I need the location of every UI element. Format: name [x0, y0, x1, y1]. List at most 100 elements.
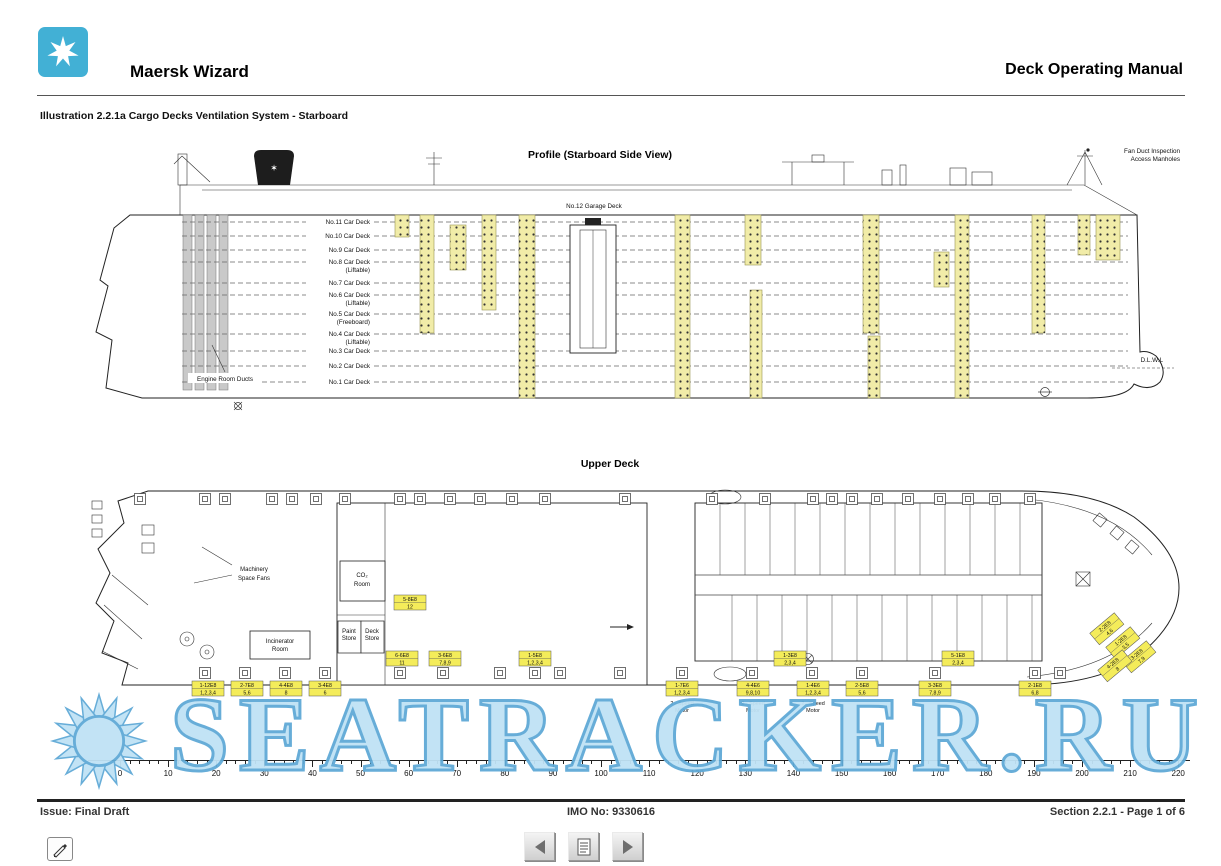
deck-label: No.9 Car Deck — [329, 247, 371, 254]
svg-text:12: 12 — [407, 604, 413, 610]
svg-text:2-7E8: 2-7E8 — [240, 683, 254, 689]
manual-title: Deck Operating Manual — [1005, 61, 1183, 78]
svg-text:1,2,3,4: 1,2,3,4 — [200, 690, 216, 696]
svg-text:4,6: 4,6 — [1105, 628, 1114, 637]
fan-duct-note-line1: Fan Duct Inspection — [1124, 148, 1180, 155]
svg-text:4-4E6: 4-4E6 — [746, 683, 760, 689]
edit-tool-button[interactable] — [47, 837, 73, 861]
svg-text:Deck: Deck — [365, 629, 380, 635]
ruler-number: 160 — [882, 769, 897, 778]
footer-section-page: Section 2.2.1 - Page 1 of 6 — [1049, 806, 1185, 818]
ruler-number: 0 — [117, 769, 123, 778]
ruler-number: 80 — [500, 769, 510, 778]
ship-name: Maersk Wizard — [130, 62, 249, 81]
speed-motor-label: 2 - Speed — [741, 701, 764, 707]
stern-crane — [177, 153, 188, 186]
propeller-icon — [233, 401, 243, 411]
maersk-logo — [38, 27, 88, 77]
contents-button[interactable] — [568, 832, 599, 861]
deck-label: No.7 Car Deck — [329, 280, 371, 287]
pencil-icon — [53, 844, 67, 858]
funnel — [254, 150, 294, 185]
next-page-button[interactable] — [612, 832, 643, 861]
svg-text:6,8: 6,8 — [1031, 690, 1038, 696]
svg-text:11: 11 — [399, 660, 404, 666]
radar-mast — [1066, 150, 1103, 186]
svg-text:3,5: 3,5 — [1121, 642, 1130, 651]
compartment-grid — [694, 502, 1043, 662]
ruler-number: 220 — [1171, 769, 1185, 778]
svg-text:7,9: 7,9 — [1137, 656, 1146, 665]
svg-text:1,2,3,4: 1,2,3,4 — [674, 690, 690, 696]
co2-room: CO₂ Room — [339, 560, 386, 602]
fan-duct-note-line2: Access Manholes — [1131, 156, 1180, 163]
elevator-trunk — [569, 218, 617, 354]
upper-deck-title: Upper Deck — [580, 458, 640, 470]
svg-text:3-3E8: 3-3E8 — [928, 683, 942, 689]
svg-text:2,3,4: 2,3,4 — [784, 660, 796, 666]
svg-text:1-5E8: 1-5E8 — [528, 653, 542, 659]
deck-label: No.2 Car Deck — [329, 363, 371, 370]
svg-text:7,8,9: 7,8,9 — [929, 690, 941, 696]
svg-text:4-4E8: 4-4E8 — [279, 683, 293, 689]
footer-issue: Issue: Final Draft — [40, 806, 130, 818]
ruler-number: 10 — [163, 769, 173, 778]
deck-label: (Freeboard) — [337, 319, 370, 326]
ruler-number: 90 — [548, 769, 558, 778]
hull-outline — [95, 214, 1164, 399]
svg-text:Paint: Paint — [342, 629, 356, 635]
rescue-boat-icon — [713, 666, 747, 682]
svg-text:Room: Room — [354, 582, 370, 588]
previous-page-button[interactable] — [524, 832, 555, 861]
ruler-number: 50 — [356, 769, 365, 778]
svg-text:Motor: Motor — [675, 708, 689, 714]
deck-store: Deck Store — [360, 620, 385, 654]
svg-text:3-6E8: 3-6E8 — [438, 653, 452, 659]
manhole-dot-icon — [1086, 148, 1090, 152]
ruler-number: 210 — [1123, 769, 1137, 778]
document-icon — [577, 838, 590, 855]
svg-text:8: 8 — [285, 690, 288, 696]
svg-text:Motor: Motor — [806, 708, 820, 714]
speed-motor-label: 2 - Speed — [670, 701, 693, 707]
foremast — [426, 152, 442, 185]
paint-store: Paint Store — [337, 620, 362, 654]
ruler-number: 200 — [1075, 769, 1089, 778]
svg-text:Motor: Motor — [746, 708, 760, 714]
page-navigation — [524, 832, 643, 861]
svg-text:6-6E8: 6-6E8 — [395, 653, 409, 659]
ruler-number: 140 — [786, 769, 801, 778]
svg-text:Store: Store — [342, 636, 357, 642]
deck-label: No.4 Car Deck — [329, 331, 371, 338]
svg-text:5,6: 5,6 — [243, 690, 250, 696]
ruler-number: 150 — [834, 769, 849, 778]
ruler-number: 40 — [307, 769, 317, 778]
maersk-star-icon — [47, 36, 79, 67]
ruler-number: 180 — [979, 769, 993, 778]
deck-label: No.5 Car Deck — [329, 311, 371, 318]
ruler-number: 110 — [642, 769, 656, 778]
deck-label: No.8 Car Deck — [329, 259, 371, 266]
svg-text:Space Fans: Space Fans — [238, 576, 270, 582]
bow-fan-icon — [1092, 512, 1108, 528]
footer-imo-number: IMO No: 9330616 — [566, 806, 656, 818]
mooring-winch-icon — [179, 631, 215, 660]
engine-room-duct-bars — [182, 214, 229, 391]
svg-text:1,2,3,4: 1,2,3,4 — [527, 660, 543, 666]
svg-text:2,3,4: 2,3,4 — [952, 660, 964, 666]
hatch-cross-icon — [1075, 571, 1091, 587]
engine-room-ducts-label: Engine Room Ducts — [197, 376, 253, 383]
ruler-number: 30 — [259, 769, 269, 778]
